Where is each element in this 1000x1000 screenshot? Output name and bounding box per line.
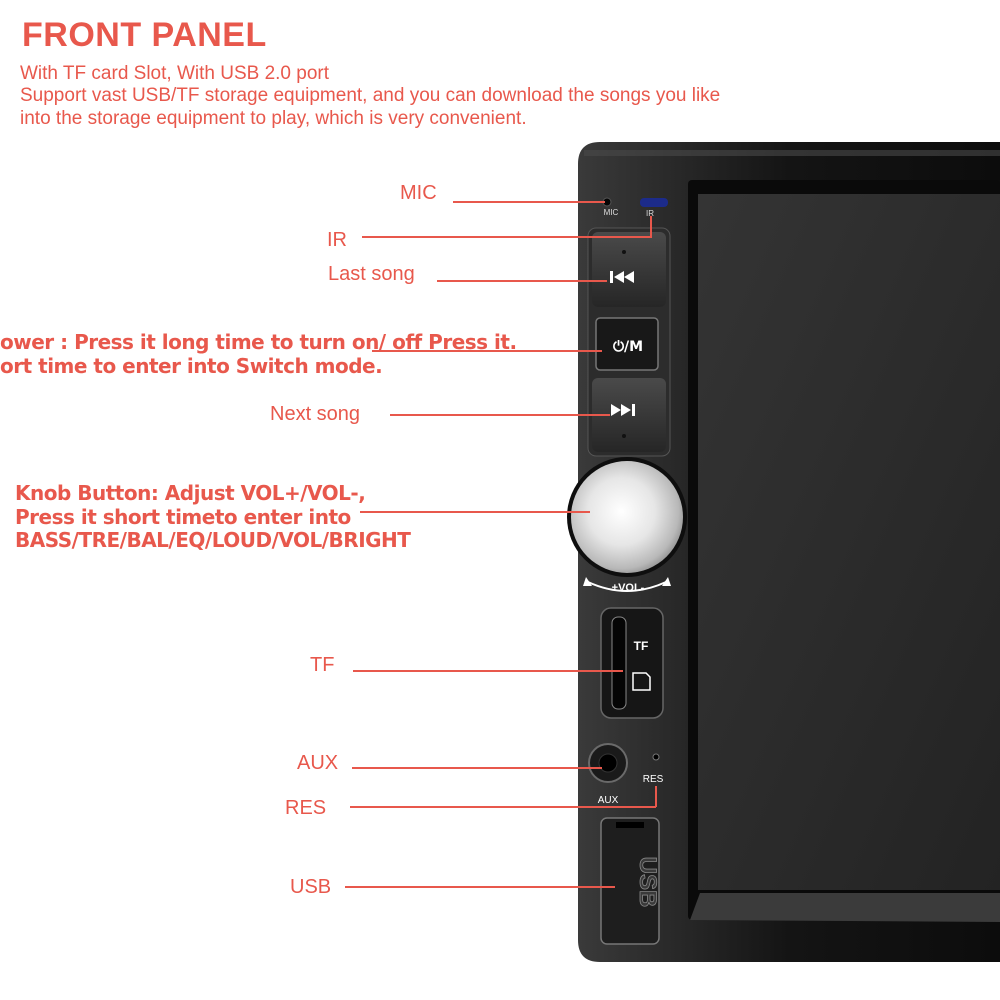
screen <box>698 194 1000 890</box>
callout-next-song: Next song <box>270 403 361 425</box>
callout-tf: TF <box>310 654 335 676</box>
skip-back-icon <box>610 271 634 283</box>
last-song-button <box>592 232 666 307</box>
power-mode-button <box>595 317 659 371</box>
tf-print: TF <box>634 639 649 653</box>
leader-usb <box>345 886 615 888</box>
callout-power-line2: ort time to enter into Switch mode. <box>0 354 383 378</box>
callout-aux: AUX <box>297 752 339 774</box>
leader-next-song <box>390 414 610 416</box>
callout-knob-line1: Knob Button: Adjust VOL+/VOL-, <box>15 481 366 505</box>
feature-line-3: into the storage equipment to play, whic… <box>20 108 527 129</box>
leader-aux <box>352 767 602 769</box>
leader-last-song <box>437 280 607 282</box>
sd-card-icon <box>632 672 651 691</box>
leader-ir-riser <box>650 216 652 237</box>
next-song-button <box>592 378 666 452</box>
usb-print: USB <box>634 857 661 908</box>
ir-window <box>640 198 668 207</box>
reset-hole <box>652 753 660 761</box>
callout-last-song: Last song <box>328 263 415 285</box>
callout-knob-line3: BASS/TRE/BAL/EQ/LOUD/VOL/BRIGHT <box>15 528 411 552</box>
volume-knob <box>571 461 683 573</box>
feature-line-1: With TF card Slot, With USB 2.0 port <box>20 63 330 84</box>
aux-print: AUX <box>598 795 619 806</box>
leader-res-riser <box>655 786 657 807</box>
usb-port <box>600 817 660 945</box>
leader-mic <box>453 201 605 203</box>
callout-ir: IR <box>327 229 347 251</box>
leader-tf <box>353 670 623 672</box>
callout-res: RES <box>285 797 327 819</box>
callout-knob-line2: Press it short timeto enter into <box>15 505 351 529</box>
leader-power <box>372 350 602 352</box>
res-print: RES <box>643 774 664 785</box>
callout-mic: MIC <box>400 182 437 204</box>
power-icon: ⏻/M <box>613 339 643 355</box>
vol-print: +VOL- <box>612 582 645 594</box>
callout-usb: USB <box>290 876 332 898</box>
leader-ir <box>362 236 652 238</box>
tf-slot <box>600 607 664 719</box>
skip-forward-icon <box>611 404 635 416</box>
ir-print: IR <box>646 209 654 218</box>
leader-knob <box>360 511 590 513</box>
mic-print: MIC <box>604 208 619 217</box>
feature-line-2: Support vast USB/TF storage equipment, a… <box>20 85 721 106</box>
page-title: FRONT PANEL <box>22 16 267 54</box>
leader-res <box>350 806 656 808</box>
